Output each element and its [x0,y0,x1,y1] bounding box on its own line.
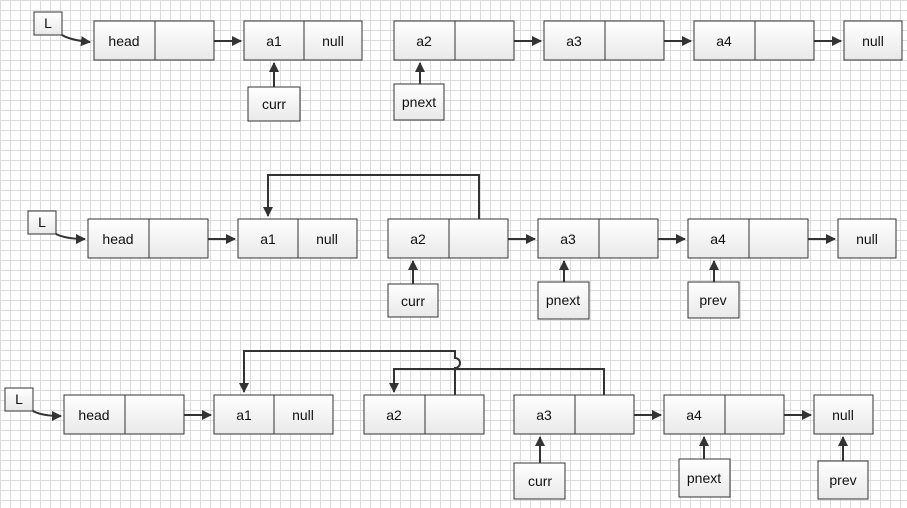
null-terminal: null [856,231,878,247]
node-a3-label: a3 [566,33,582,49]
list-label: L [44,15,52,31]
node-a1-label: a1 [266,33,282,49]
node-a4-label: a4 [710,231,726,247]
node-a1-null: null [292,407,314,423]
node-a1-null: null [322,33,344,49]
null-terminal: null [862,33,884,49]
row-1: L head a1 null a2 a3 a4 null curr [33,11,903,122]
node-head-label: head [108,33,139,49]
node-a1-label: a1 [236,407,252,423]
list-label: L [15,391,23,407]
node-a2-label: a2 [410,231,426,247]
node-a3-label: a3 [560,231,576,247]
row-2: L head a1 null a2 a3 a4 null c [27,174,897,320]
node-head-label: head [102,231,133,247]
pointer-pnext: pnext [402,94,436,110]
node-a4-label: a4 [716,33,732,49]
list-label: L [38,214,46,230]
node-a3-label: a3 [536,407,552,423]
null-terminal: null [832,407,854,423]
pointer-curr: curr [528,473,552,489]
row-3: L head a1 null a2 a3 a4 null [4,350,874,500]
pointer-prev: prev [699,292,726,308]
pointer-curr: curr [262,96,286,112]
node-head-label: head [78,407,109,423]
node-a1-null: null [316,231,338,247]
node-a4-label: a4 [686,407,702,423]
pointer-prev: prev [829,472,856,488]
node-a2-label: a2 [386,407,402,423]
pointer-pnext: pnext [546,292,580,308]
node-a2-label: a2 [416,33,432,49]
pointer-pnext: pnext [687,470,721,486]
pointer-curr: curr [401,293,425,309]
node-a1-label: a1 [260,231,276,247]
